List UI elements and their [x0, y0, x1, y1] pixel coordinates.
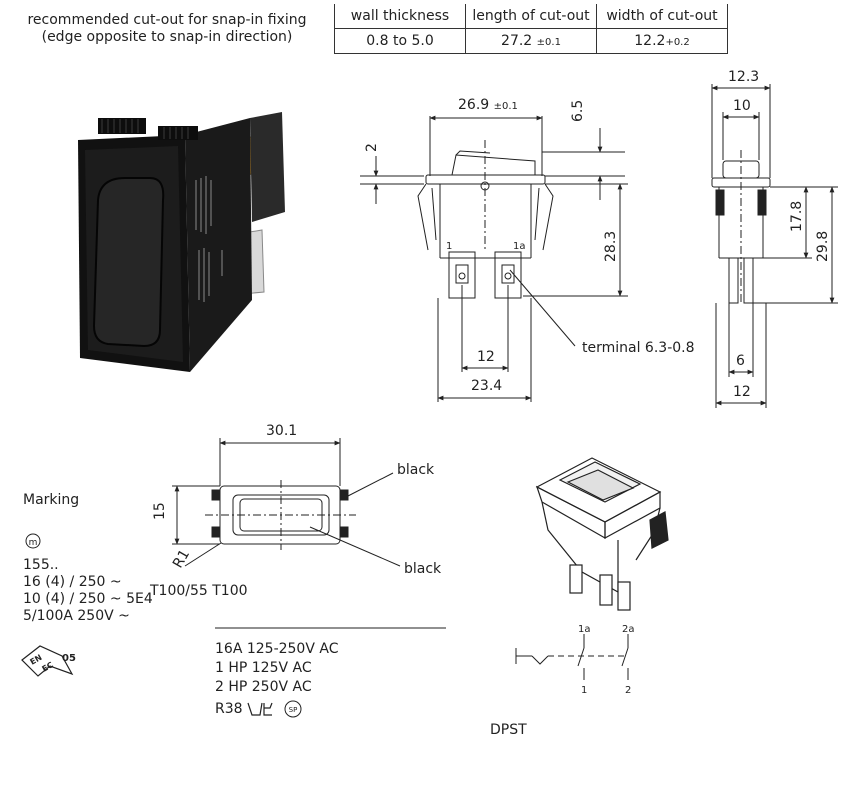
dpst-schematic	[515, 634, 629, 680]
dim-front-height: 28.3	[603, 230, 619, 262]
dim-front-width: 26.9 ±0.1	[458, 97, 518, 113]
callout-black-top: black	[397, 462, 435, 478]
dim-terminal-spacing: 12	[477, 349, 495, 365]
value-width-cutout: 12.2+0.2	[596, 28, 728, 54]
approval-code: R38	[215, 701, 243, 717]
svg-text:SP: SP	[289, 706, 298, 714]
dim-side-top-outer: 12.3	[728, 69, 760, 85]
schematic-label: DPST	[490, 722, 527, 738]
schematic-terminal-1a: 1a	[578, 624, 591, 635]
svg-text:m: m	[29, 538, 38, 548]
dim-front-left: 2	[364, 143, 380, 152]
marking-m-icon: m	[25, 533, 41, 549]
terminal-note: terminal 6.3-0.8	[582, 340, 695, 356]
marking-line: 5/100A 250V ~	[23, 608, 130, 624]
cutout-spec-table: recommended cut-out for snap-in fixing (…	[0, 4, 728, 54]
dim-front-top: 6.5	[570, 99, 586, 122]
header-wall-thickness: wall thickness	[334, 4, 466, 29]
csa-mark-icon: SP	[284, 700, 302, 718]
schematic-terminal-2: 2	[625, 685, 632, 696]
marking-line: 10 (4) / 250 ~ 5E4	[23, 591, 153, 607]
header-length-cutout: length of cut-out	[465, 4, 597, 29]
value-wall-thickness: 0.8 to 5.0	[334, 28, 466, 54]
value-length-cutout: 27.2 ±0.1	[465, 28, 597, 54]
cutout-label-line1: recommended cut-out for snap-in fixing	[27, 11, 307, 28]
callout-black-bottom: black	[404, 561, 442, 577]
dim-front-overall: 23.4	[471, 378, 503, 394]
rating-line: 1 HP 125V AC	[215, 660, 312, 676]
marking-line: 155..	[23, 557, 59, 573]
header-width-cutout: width of cut-out	[596, 4, 728, 29]
cutout-label-line2: (edge opposite to snap-in direction)	[41, 28, 293, 45]
side-view-drawing	[711, 84, 838, 408]
dim-side-total: 29.8	[815, 230, 831, 262]
dim-side-top-inner: 10	[733, 98, 751, 114]
cutout-label: recommended cut-out for snap-in fixing (…	[0, 4, 335, 54]
top-view-drawing	[172, 438, 401, 567]
rating-line: 2 HP 250V AC	[215, 679, 312, 695]
terminal-label-1: 1	[446, 241, 453, 252]
marking-line: 16 (4) / 250 ~	[23, 574, 122, 590]
enec-code: 05	[62, 653, 76, 664]
product-photo	[78, 112, 285, 372]
schematic-terminal-2a: 2a	[622, 624, 635, 635]
dim-top-width: 30.1	[266, 423, 298, 439]
front-view-drawing	[360, 115, 628, 402]
schematic-terminal-1: 1	[581, 685, 588, 696]
dim-side-mid: 17.8	[789, 200, 805, 232]
dim-top-height: 15	[152, 502, 168, 520]
isometric-drawing	[535, 457, 669, 611]
standard-marking: T100/55 T100	[150, 583, 248, 599]
terminal-label-1a: 1a	[513, 241, 526, 252]
marking-title: Marking	[23, 492, 80, 508]
ur-mark-icon	[247, 702, 273, 716]
dim-side-bottom-outer: 12	[733, 384, 751, 400]
rating-line: 16A 125-250V AC	[215, 641, 339, 657]
dim-side-bottom-inner: 6	[736, 353, 745, 369]
